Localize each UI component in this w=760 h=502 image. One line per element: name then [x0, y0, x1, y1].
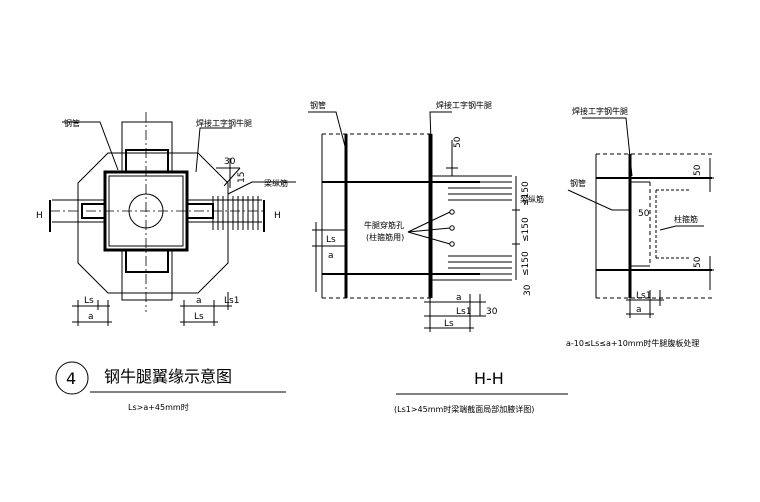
label-30-mid-bottom: 30 — [486, 307, 498, 317]
leader-welded-corbel — [195, 127, 232, 173]
mid-title: H-H — [474, 369, 504, 388]
mid-subtitle: (Ls1>45mm时梁端截面局部加腋详图) — [394, 404, 534, 414]
leader-right-corbel — [582, 117, 633, 177]
label-dim-50-mid: 50 — [453, 136, 463, 148]
middle-view — [308, 111, 568, 395]
label-section-h-left: H — [36, 211, 43, 221]
label-web-hole-note: (柱箍筋用) — [366, 232, 404, 242]
concrete-column-outline — [77, 152, 229, 294]
leader-hole-2 — [407, 227, 451, 233]
left-subtitle: Ls>a+45mm时 — [128, 402, 189, 412]
label-dim-150-b: ≤150 — [521, 217, 531, 242]
label-dim-30-left: 30 — [224, 157, 236, 167]
label-ls1-mid-bottom: Ls1 — [456, 307, 471, 317]
label-beam-rebar-left: 梁纵筋 — [264, 178, 288, 188]
label-dim-150-c: ≤150 — [521, 251, 531, 276]
label-right-stirrup: 柱箍筋 — [674, 214, 698, 224]
right-note: a-10≤Ls≤a+10mm时牛腿腹板处理 — [566, 338, 699, 348]
label-welded-corbel-mid: 焊接工字钢牛腿 — [436, 100, 492, 110]
label-a-mid-bottom: a — [456, 293, 462, 303]
label-steel-pipe-mid: 钢管 — [310, 100, 326, 110]
label-ls-left: Ls — [84, 296, 94, 306]
right-view — [567, 117, 714, 318]
label-ls-mid-left: Ls — [326, 235, 336, 245]
label-welded-corbel-left: 焊接工字钢牛腿 — [196, 118, 252, 128]
label-right-50-web: 50 — [638, 209, 650, 219]
leader-hole-3 — [407, 231, 451, 245]
detail-number-circle — [55, 361, 89, 395]
label-ls1-right: Ls1 — [224, 296, 239, 306]
label-steel-pipe-left: 钢管 — [64, 118, 80, 128]
label-ls-mid-bottom: Ls — [444, 319, 454, 329]
detail-number: 4 — [66, 369, 76, 388]
left-view — [49, 112, 296, 326]
label-right-50-top: 50 — [693, 164, 703, 176]
label-right-ls1: Ls1 — [636, 291, 651, 301]
label-right-corbel: 焊接工字钢牛腿 — [572, 106, 628, 116]
label-section-h-right: H — [274, 211, 281, 221]
leader-beam-rebar — [227, 181, 296, 195]
left-title-block: 4 钢牛腿翼缘示意图 Ls>a+45mm时 — [55, 361, 286, 412]
label-ls-right: Ls — [194, 312, 204, 322]
right-view-text: 焊接工字钢牛腿 钢管 柱箍筋 50 50 50 Ls1 a a-10≤Ls≤a+… — [566, 106, 703, 348]
label-dim-150-a: ≤150 — [521, 181, 531, 206]
label-right-50-bottom: 50 — [693, 256, 703, 268]
slope-diagonal — [223, 167, 241, 187]
leader-welded-corbel-mid — [429, 111, 452, 171]
leader-steel-pipe — [62, 121, 119, 171]
beam-bar-hatch — [448, 181, 512, 275]
label-a-left: a — [88, 312, 94, 322]
beam-rebar-hatch — [212, 196, 259, 230]
leader-right-stirrup — [659, 225, 704, 231]
label-right-pipe: 钢管 — [570, 178, 586, 188]
label-beam-rebar-mid: 梁纵筋 — [520, 194, 544, 204]
label-dim-30-mid: 30 — [523, 284, 533, 296]
label-right-a: a — [636, 305, 642, 315]
label-a-right: a — [196, 296, 202, 306]
label-dim-15-left: 15 — [237, 172, 247, 183]
leader-steel-pipe-mid — [308, 111, 347, 151]
left-view-text: 钢管 焊接工字钢牛腿 梁纵筋 30 15 H H Ls a a Ls1 Ls — [36, 118, 288, 322]
label-web-hole: 牛腿穿筋孔 — [364, 220, 404, 230]
label-a-mid-left: a — [328, 251, 334, 261]
left-title: 钢牛腿翼缘示意图 — [104, 367, 232, 386]
corbel-bottom-flange — [125, 249, 169, 273]
leader-hole-1 — [407, 211, 451, 233]
middle-view-text: 钢管 焊接工字钢牛腿 梁纵筋 牛腿穿筋孔 (柱箍筋用) 50 ≤150 ≤150… — [310, 100, 544, 414]
corbel-top-flange — [125, 149, 169, 173]
leader-right-pipe — [567, 189, 630, 211]
